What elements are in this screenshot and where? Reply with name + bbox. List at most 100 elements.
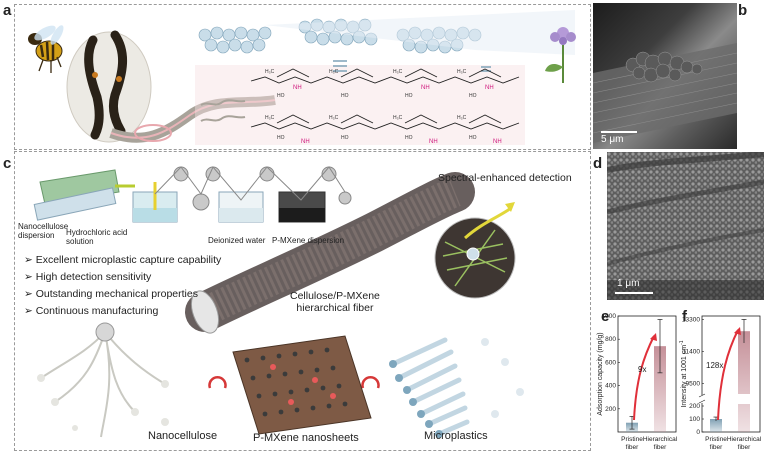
svg-text:NH: NH bbox=[493, 139, 502, 145]
label-hydrochloric-acid: Hydrochloric acid solution bbox=[66, 228, 128, 246]
svg-text:NH: NH bbox=[421, 85, 430, 91]
scalebar-d-label: 1 μm bbox=[617, 278, 640, 289]
scalebar-d bbox=[615, 292, 653, 294]
y-tick-label: 13300 bbox=[682, 316, 700, 323]
plot-frame bbox=[701, 315, 761, 433]
svg-text:HO: HO bbox=[277, 93, 285, 99]
panel-a-letter: a bbox=[3, 2, 12, 19]
y-tick-label: 600 bbox=[605, 359, 616, 366]
feature-item: ➢ Continuous manufacturing bbox=[24, 305, 159, 317]
y-tick-label: 0 bbox=[696, 429, 700, 436]
y-tick-label: 200 bbox=[605, 406, 616, 413]
microplastic-streams bbox=[389, 337, 524, 438]
svg-text:NH: NH bbox=[485, 85, 494, 91]
feature-list: ➢ Excellent microplastic capture capabil… bbox=[24, 254, 221, 317]
svg-text:H₃C: H₃C bbox=[329, 69, 339, 75]
label-pmxene-dispersion: P-MXene dispersion bbox=[272, 236, 345, 245]
y-axis-label: Adsorption capacity (mg/g) bbox=[597, 332, 604, 415]
bee-leg-zoom bbox=[66, 31, 152, 143]
axis-break-gap bbox=[699, 395, 707, 403]
y-axis-label: Intensity at 1001 cm-1 bbox=[679, 340, 688, 407]
y-tick-label: 200 bbox=[689, 403, 700, 410]
scalebar-b-label: 5 μm bbox=[601, 134, 624, 145]
y-tick-label: 9500 bbox=[686, 381, 701, 388]
label-microplastics: Microplastics bbox=[424, 430, 488, 442]
svg-text:NH: NH bbox=[301, 139, 310, 145]
panel-a-frame bbox=[14, 4, 591, 150]
x-tick-label: Hierarchical bbox=[727, 436, 762, 443]
bar bbox=[738, 331, 750, 432]
trend-arrow bbox=[717, 329, 739, 421]
x-tick-label: fiber bbox=[738, 444, 751, 451]
injection-syringe bbox=[33, 169, 135, 221]
panel-a-illustration: NH NH NH NH NH NH H₃C H₃C H₃C H₃C H₃C H₃C H₃C… bbox=[28, 10, 576, 145]
sem-image-b: 5 μm bbox=[593, 3, 737, 149]
trend-arrow bbox=[633, 335, 655, 421]
svg-text:HO: HO bbox=[469, 135, 477, 141]
flower-icon bbox=[545, 27, 576, 83]
y-tick-label: 100 bbox=[689, 416, 700, 423]
panel-c-frame bbox=[14, 151, 591, 451]
label-deionized-water: Deionized water bbox=[208, 236, 266, 245]
trend-arrow-head bbox=[650, 333, 657, 341]
panel-c-illustration bbox=[33, 166, 524, 438]
label-spectral-detection: Spectral-enhanced detection bbox=[438, 172, 572, 184]
panel-d-letter: d bbox=[593, 155, 603, 172]
x-tick-label: Pristine bbox=[621, 436, 643, 443]
annotation-label: 9x bbox=[638, 365, 646, 374]
y-axis-label-sup: -1 bbox=[679, 340, 685, 345]
label-pmxene-nanosheets: P-MXene nanosheets bbox=[253, 432, 359, 444]
svg-text:NH: NH bbox=[293, 85, 302, 91]
y-tick-label: 400 bbox=[605, 383, 616, 390]
feature-item: ➢ Outstanding mechanical properties bbox=[24, 288, 198, 300]
nanocellulose-illustration bbox=[40, 331, 166, 438]
svg-text:H₃C: H₃C bbox=[329, 115, 339, 121]
plot-frame bbox=[617, 315, 677, 433]
hierarchical-fiber bbox=[185, 172, 475, 332]
scalebar-b bbox=[601, 131, 637, 133]
bar bbox=[710, 419, 722, 432]
svg-text:H₃C: H₃C bbox=[265, 69, 275, 75]
panel-c-letter: c bbox=[3, 155, 12, 172]
svg-text:H₃C: H₃C bbox=[457, 69, 467, 75]
svg-text:HO: HO bbox=[341, 93, 349, 99]
svg-text:HO: HO bbox=[341, 135, 349, 141]
svg-text:HO: HO bbox=[277, 135, 285, 141]
y-tick-label: 800 bbox=[605, 336, 616, 343]
bar bbox=[654, 346, 666, 432]
svg-text:NH: NH bbox=[429, 139, 438, 145]
svg-text:HO: HO bbox=[405, 93, 413, 99]
svg-text:H₃C: H₃C bbox=[393, 69, 403, 75]
pmxene-nanosheet bbox=[232, 335, 372, 435]
sem-image-d: 1 μm bbox=[607, 152, 764, 300]
x-tick-label: fiber bbox=[626, 444, 639, 451]
feature-item: ➢ High detection sensitivity bbox=[24, 271, 152, 283]
y-tick-label: 11400 bbox=[682, 348, 700, 355]
trend-arrow-head bbox=[734, 327, 741, 335]
svg-text:H₃C: H₃C bbox=[457, 115, 467, 121]
svg-text:H₃C: H₃C bbox=[265, 115, 275, 121]
x-tick-label: Hierarchical bbox=[643, 436, 678, 443]
arrow-icon-right bbox=[361, 375, 380, 389]
label-nanocellulose-dispersion: Nanocellulose dispersion bbox=[18, 222, 69, 240]
arrow-icon-left bbox=[208, 375, 227, 389]
x-tick-label: fiber bbox=[710, 444, 723, 451]
bar-break bbox=[738, 394, 750, 404]
svg-text:H₃C: H₃C bbox=[393, 115, 403, 121]
panel-f-letter: f bbox=[682, 308, 687, 325]
chitin-chain bbox=[200, 68, 520, 130]
label-hierarchical-fiber: Cellulose/P-MXene hierarchical fiber bbox=[290, 290, 380, 314]
x-tick-label: fiber bbox=[654, 444, 667, 451]
svg-text:HO: HO bbox=[405, 135, 413, 141]
bee-icon bbox=[28, 25, 64, 73]
panel-e-letter: e bbox=[601, 308, 610, 325]
axis-break-mark bbox=[698, 393, 706, 404]
panel-b-letter: b bbox=[738, 2, 748, 19]
x-tick-label: Pristine bbox=[705, 436, 727, 443]
feature-item: ➢ Excellent microplastic capture capabil… bbox=[24, 254, 222, 266]
nh2-labels: NH NH NH NH NH NH bbox=[293, 85, 502, 145]
label-nanocellulose: Nanocellulose bbox=[148, 430, 218, 442]
svg-text:HO: HO bbox=[469, 93, 477, 99]
